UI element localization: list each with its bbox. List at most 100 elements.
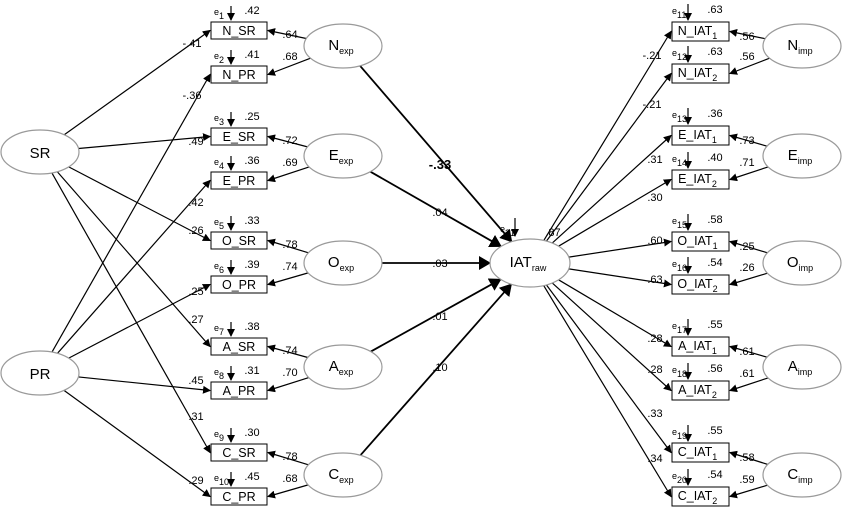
loading-c-iat1 [729, 450, 768, 466]
indicator-e-iat2 [671, 169, 730, 190]
loading-value-n-pr: .68 [282, 51, 297, 63]
error-label-e16: e16 [672, 259, 687, 273]
indicator-n-iat2 [671, 63, 730, 84]
loading-value-a-iat2: .61 [739, 368, 754, 380]
latent-label-sr: SR [30, 145, 51, 162]
indicator-label-e-iat1: E_IAT1 [678, 128, 717, 145]
r2-e-sr: .25 [244, 111, 259, 123]
error-label-e3: e3 [214, 113, 224, 127]
indicator-label-c-iat1: C_IAT1 [678, 445, 718, 462]
latent-label-nexp: Nexp [328, 37, 353, 56]
loading-value-n-iat1: .56 [739, 31, 754, 43]
indicator-label-e-pr: E_PR [223, 174, 256, 188]
coef-iat-n-iat2: -.21 [643, 99, 662, 111]
loading-e-sr [267, 134, 308, 148]
latent-label-oexp: Oexp [328, 254, 354, 273]
indicator-a-sr [210, 337, 268, 356]
indicator-e-sr [210, 127, 268, 146]
indicator-label-n-iat2: N_IAT2 [678, 66, 718, 83]
path-pr-to-o-pr [68, 283, 211, 359]
path-lines [51, 4, 770, 499]
path-sr-to-n-sr [63, 29, 211, 136]
r2-o-pr: .39 [244, 259, 259, 271]
latent-nexp [303, 23, 383, 69]
error-label-e11: e11 [672, 6, 686, 20]
latent-eexp [303, 133, 383, 179]
r2-c-pr: .45 [244, 471, 259, 483]
error-label-e10: e10 [214, 473, 229, 487]
indicator-label-c-iat2: C_IAT2 [678, 489, 718, 506]
indicator-label-e-iat2: E_IAT2 [678, 172, 717, 189]
error-label-e15: e15 [672, 216, 687, 230]
loading-value-o-pr: .74 [282, 261, 297, 273]
coef-iat-c-iat2: .34 [647, 453, 662, 465]
coef-oexp-iat: .03 [432, 258, 447, 270]
loading-value-a-iat1: .61 [739, 346, 754, 358]
indicator-label-a-sr: A_SR [223, 340, 256, 354]
coef-pr-o-pr: .25 [188, 286, 203, 298]
coef-iat-n-iat1: -.21 [643, 50, 662, 62]
latent-label-nimp: Nimp [787, 37, 812, 56]
loading-value-e-pr: .69 [282, 157, 297, 169]
latent-iat-raw [489, 238, 571, 288]
error-label-e2: e2 [214, 51, 224, 65]
r2-n-pr: .41 [244, 49, 259, 61]
coef-iat-a-iat1: .28 [647, 333, 662, 345]
coef-iat-c-iat1: .33 [647, 408, 662, 420]
indicator-label-a-iat1: A_IAT1 [678, 339, 717, 356]
loading-o-pr [267, 272, 309, 287]
r2-c-iat1: .55 [707, 425, 722, 437]
loading-n-iat2 [729, 57, 770, 75]
path-iat-to-o-iat2 [568, 268, 672, 288]
coef-iat-o-iat1: .60 [647, 235, 662, 247]
error-label-e9: e9 [214, 429, 224, 443]
loading-c-iat2 [729, 484, 768, 499]
coef-iat-e-iat2: .30 [647, 192, 662, 204]
loading-e-iat2 [729, 166, 769, 182]
latent-label-aexp: Aexp [329, 358, 354, 377]
coef-pr-n-pr: -.36 [183, 90, 202, 102]
latent-aimp [762, 344, 842, 390]
error-label-e5: e5 [214, 217, 224, 231]
node-shapes [0, 21, 842, 507]
loading-value-a-pr: .70 [282, 367, 297, 379]
coef-iat-o-iat2: .63 [647, 274, 662, 286]
latent-aexp [303, 344, 383, 390]
r2-iat-raw: .87 [545, 227, 560, 239]
error-label-e17: e17 [672, 321, 687, 335]
path-eexp-to-iat [369, 170, 502, 248]
error-label-e20: e20 [672, 471, 687, 485]
r2-o-sr: .33 [244, 215, 259, 227]
loading-value-n-sr: .64 [282, 29, 297, 41]
error-label-e1: e1 [214, 7, 224, 21]
indicator-e-iat1 [671, 125, 730, 146]
path-aexp-to-iat [370, 278, 502, 353]
latent-oimp [762, 240, 842, 286]
latent-label-cimp: Cimp [787, 466, 812, 485]
path-iat-to-a-iat2 [551, 282, 672, 392]
indicator-c-iat1 [671, 442, 730, 463]
latent-cimp [762, 452, 842, 498]
loading-a-sr [267, 344, 308, 359]
loading-c-pr [267, 484, 309, 499]
path-pr-to-c-pr [63, 389, 211, 498]
path-iat-to-c-iat2 [543, 285, 672, 498]
error-label-e8: e8 [214, 367, 224, 381]
path-iat-to-e-iat1 [551, 134, 672, 244]
path-sr-to-e-sr [78, 133, 211, 150]
path-iat-to-o-iat1 [568, 238, 672, 258]
indicator-n-iat1 [671, 21, 730, 42]
indicator-c-iat2 [671, 486, 730, 507]
r2-c-sr: .30 [244, 427, 259, 439]
error-label-e12: e12 [672, 48, 687, 62]
error-label-e7: e7 [214, 323, 224, 337]
loading-c-sr [267, 450, 309, 466]
error-label-e6: e6 [214, 261, 224, 275]
loading-value-n-iat2: .56 [739, 51, 754, 63]
loading-value-o-sr: .78 [282, 239, 297, 251]
loading-a-iat2 [729, 377, 769, 393]
indicator-c-sr [210, 443, 268, 462]
loading-a-iat1 [729, 344, 768, 358]
coef-iat-e-iat1: .31 [647, 154, 662, 166]
loading-value-a-sr: .74 [282, 345, 297, 357]
